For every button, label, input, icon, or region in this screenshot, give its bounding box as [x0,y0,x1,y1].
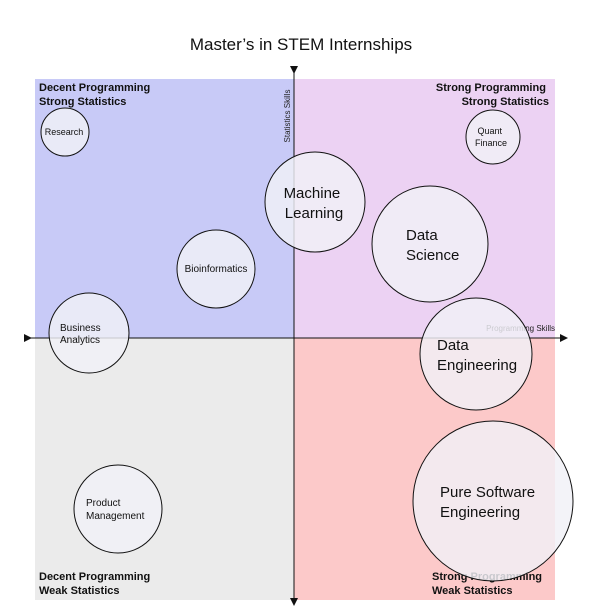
quadrant-label-top-left: Decent Programming Strong Statistics [39,82,153,108]
bubble-label-machine-learning: Machine Learning [284,185,345,222]
bubble-product-management: Product Management [73,464,163,554]
bubble-quant-finance: Quant Finance [465,109,521,165]
bubble-machine-learning: Machine Learning [264,151,366,253]
quadrant-bottom-left [35,338,294,600]
bubble-business-analytics: Business Analytics [48,292,130,374]
diagram-title: Master’s in STEM Internships [190,35,412,54]
bubble-label-data-science: Data Science [406,227,459,264]
quadrant-label-top-right: Strong Programming Strong Statistics [436,82,549,108]
bubble-pure-software-engineering: Pure Software Engineering [412,420,574,582]
bubble-research: Research [40,107,90,157]
bubble-data-engineering: Data Engineering [419,297,533,411]
bubble-label-quant-finance: Quant Finance [475,126,507,148]
y-axis-label: Statistics Skills [283,90,292,143]
bubble-label-product-management: Product Management [86,498,145,522]
bubble-bioinformatics: Bioinformatics [176,229,256,309]
bubble-label-business-analytics: Business Analytics [60,323,103,346]
bubble-label-research: Research [45,127,84,137]
bubble-label-data-engineering: Data Engineering [437,337,517,374]
bubble-label-bioinformatics: Bioinformatics [185,264,248,275]
quadrant-label-bottom-left: Decent Programming Weak Statistics [39,571,153,597]
bubble-label-pure-software-engineering: Pure Software Engineering [440,484,539,521]
bubble-data-science: Data Science [371,185,489,303]
